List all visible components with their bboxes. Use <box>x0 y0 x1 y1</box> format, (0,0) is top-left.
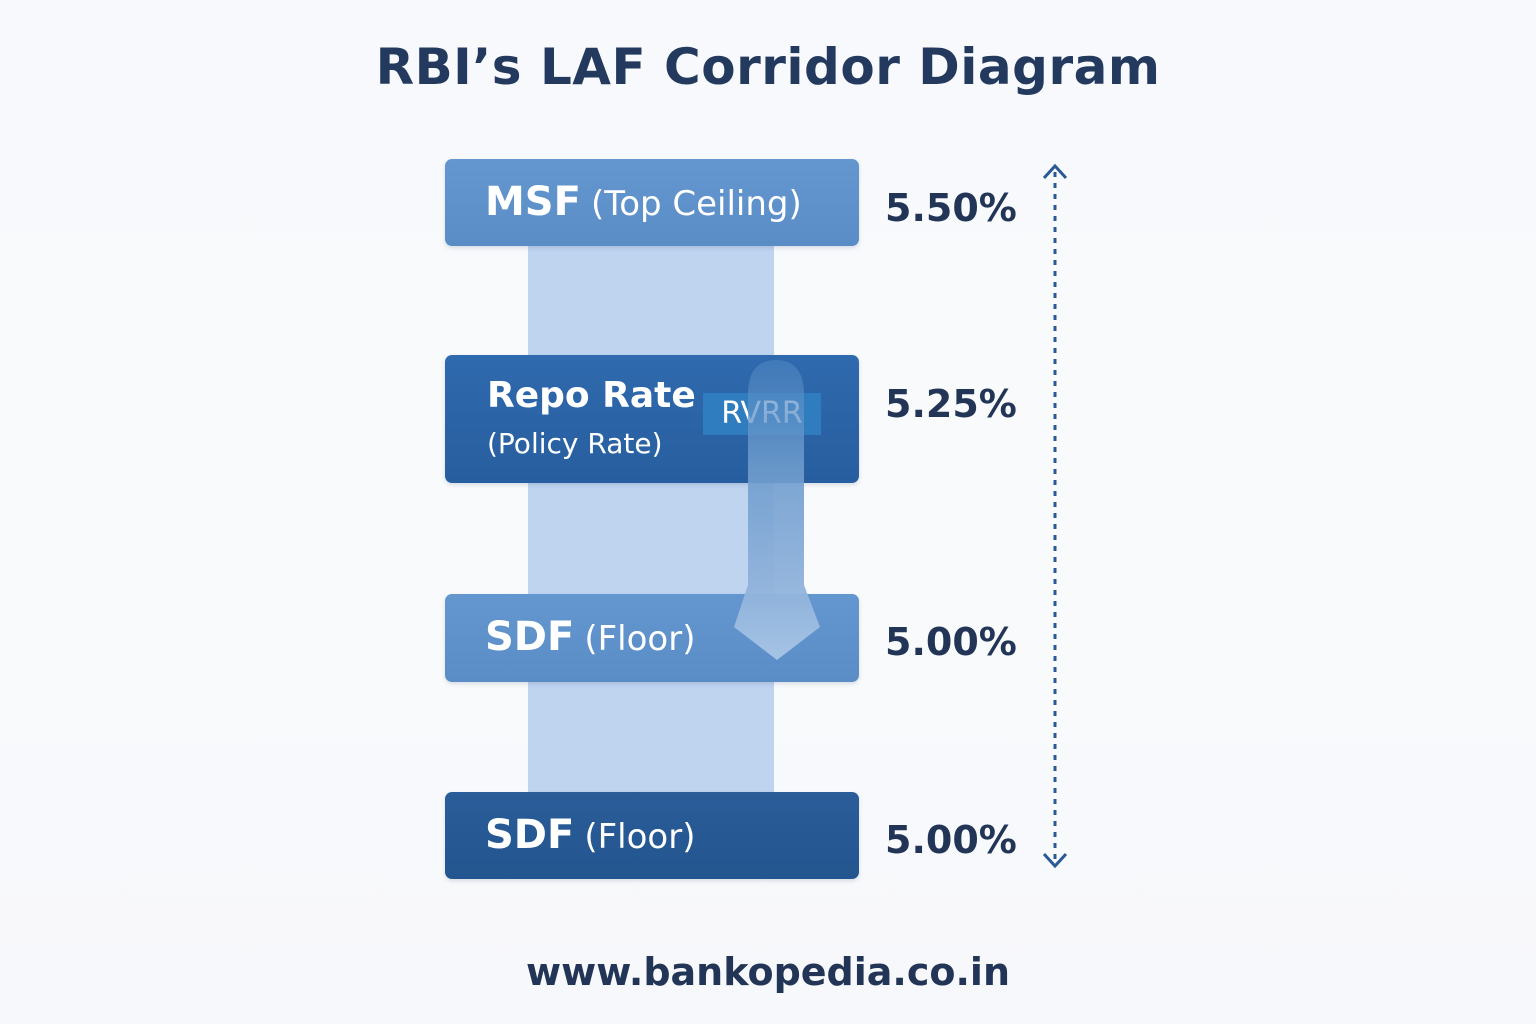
sdf-upper-label: SDF(Floor) <box>485 614 695 660</box>
sdf-upper-abbr: SDF <box>485 614 575 660</box>
sdf-lower-label: SDF(Floor) <box>485 812 695 858</box>
sdf-upper-rate-value: 5.00% <box>885 620 1017 664</box>
sdf-upper-description: (Floor) <box>584 619 696 659</box>
repo-rate-description: (Policy Rate) <box>487 427 663 460</box>
rvrr-down-arrow-icon <box>734 360 820 660</box>
sdf-lower-description: (Floor) <box>584 817 696 857</box>
corridor-range-arrow-icon <box>1042 163 1068 869</box>
msf-description: (Top Ceiling) <box>590 184 802 224</box>
diagram-title: RBI’s LAF Corridor Diagram <box>375 38 1161 96</box>
sdf-lower-rate-value: 5.00% <box>885 818 1017 862</box>
website-footer: www.bankopedia.co.in <box>526 950 1010 994</box>
sdf-lower-abbr: SDF <box>485 812 575 858</box>
msf-rate-value: 5.50% <box>885 186 1017 230</box>
repo-rate-label: Repo Rate <box>487 375 696 416</box>
msf-label: MSF(Top Ceiling) <box>485 179 802 225</box>
msf-abbr: MSF <box>485 179 581 225</box>
sdf-lower-box: SDF(Floor) <box>445 792 859 879</box>
msf-box: MSF(Top Ceiling) <box>445 159 859 246</box>
corridor-band <box>528 246 774 794</box>
repo-rate-value: 5.25% <box>885 382 1017 426</box>
